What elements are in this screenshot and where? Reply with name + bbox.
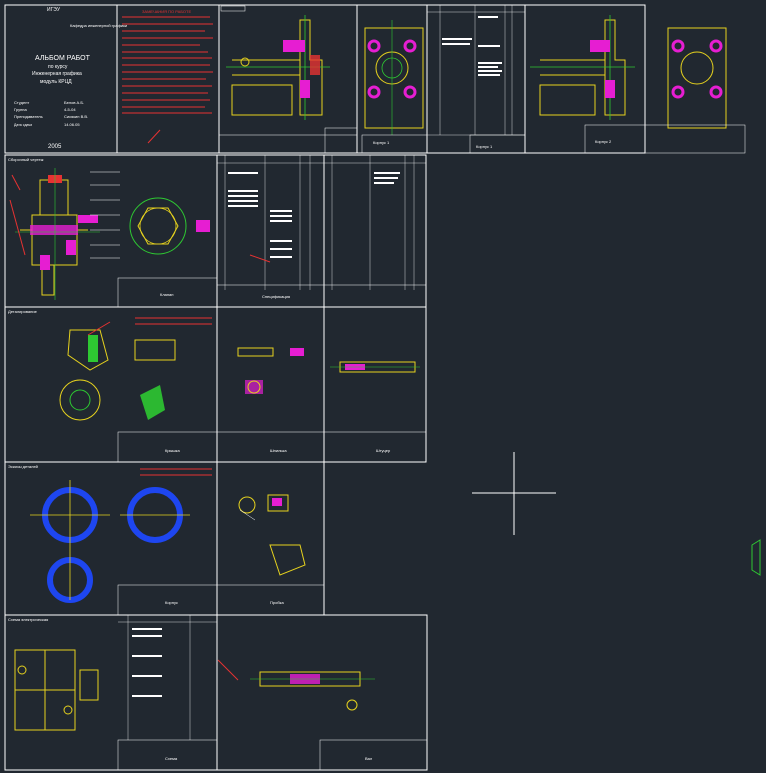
date-label: Дата сдачи bbox=[14, 123, 32, 127]
group-label: Группа bbox=[14, 107, 27, 112]
titleblock-name-5: Крышка bbox=[165, 448, 180, 453]
titleblock-name-10: Схема bbox=[165, 756, 178, 761]
titleblock-name-9: Пробка bbox=[270, 600, 284, 605]
sheet-flange-plan-2 bbox=[644, 27, 746, 154]
sheet-assembly: Сборочный чертеж bbox=[4, 154, 218, 308]
sheet-fitting: Штуцер bbox=[323, 306, 427, 463]
titleblock-name-3: Корпус 2 bbox=[595, 139, 612, 144]
titleblock-name-8: Корпус bbox=[165, 600, 178, 605]
sketch-header: Эскизы деталей bbox=[8, 464, 38, 469]
sheet-flange-2: Корпус 2 bbox=[524, 4, 646, 154]
notes-title: ЗАМЕЧАНИЯ ПО РАБОТЕ bbox=[142, 9, 191, 14]
titleblock-name-7: Штуцер bbox=[376, 448, 391, 453]
titleblock-name-6: Шпилька bbox=[270, 448, 287, 453]
spec-title: Спецификация bbox=[262, 294, 290, 299]
sheet-shaft: Вал bbox=[216, 614, 428, 771]
sheet-stud: Шпилька bbox=[216, 306, 325, 463]
sheet-spec-2: Спецификация bbox=[216, 154, 325, 308]
sheet-circuit: Схема электрическая Схема bbox=[4, 614, 218, 771]
album-title: АЛЬБОМ РАБОТ bbox=[35, 55, 91, 62]
titleblock-name-1: Корпус 1 bbox=[373, 140, 390, 145]
course-line-3: модуль КРЦД bbox=[40, 79, 72, 85]
student-label: Студент bbox=[14, 100, 29, 105]
department-text: Кафедра инженерной графики bbox=[70, 23, 127, 28]
titleblock-name-11: Вал bbox=[365, 756, 373, 761]
notes-sheet: ЗАМЕЧАНИЯ ПО РАБОТЕ bbox=[116, 4, 220, 154]
sheet-flange-1 bbox=[218, 4, 358, 154]
sheet-body: Эскизы деталей Корпус bbox=[4, 461, 218, 616]
title-sheet: ИГЭУ Кафедра инженерной графики АЛЬБОМ Р… bbox=[4, 4, 127, 154]
crosshair-cursor bbox=[472, 452, 556, 535]
sheet-plug: Пробка bbox=[216, 461, 325, 616]
group-value: 4-5-04 bbox=[64, 107, 76, 112]
titleblock-name-2: Корпус 1 bbox=[476, 144, 493, 149]
teacher-value: Сисякин В.В. bbox=[64, 114, 88, 119]
course-line-2: Инженерная графика bbox=[32, 71, 82, 77]
teacher-label: Преподаватель bbox=[14, 114, 43, 119]
date-value: 14.06.05 bbox=[64, 122, 80, 127]
sheet-cover: Деталирование Крышка bbox=[4, 306, 218, 463]
edge-marker bbox=[751, 539, 761, 576]
course-line-1: по курсу bbox=[48, 64, 68, 70]
university-text: ИГЭУ bbox=[47, 7, 61, 13]
student-value: Белов А.Б. bbox=[64, 100, 84, 105]
circuit-header: Схема электрическая bbox=[8, 617, 48, 622]
detail-header: Деталирование bbox=[8, 309, 38, 314]
sheet-spec-1: Корпус 1 bbox=[426, 4, 526, 154]
assembly-header: Сборочный чертеж bbox=[8, 157, 44, 162]
sheet-spec-3 bbox=[323, 154, 427, 308]
sheet-flange-plan-1: Корпус 1 bbox=[356, 4, 428, 154]
year-text: 2005 bbox=[48, 144, 62, 150]
titleblock-name-4: Клапан bbox=[160, 292, 174, 297]
